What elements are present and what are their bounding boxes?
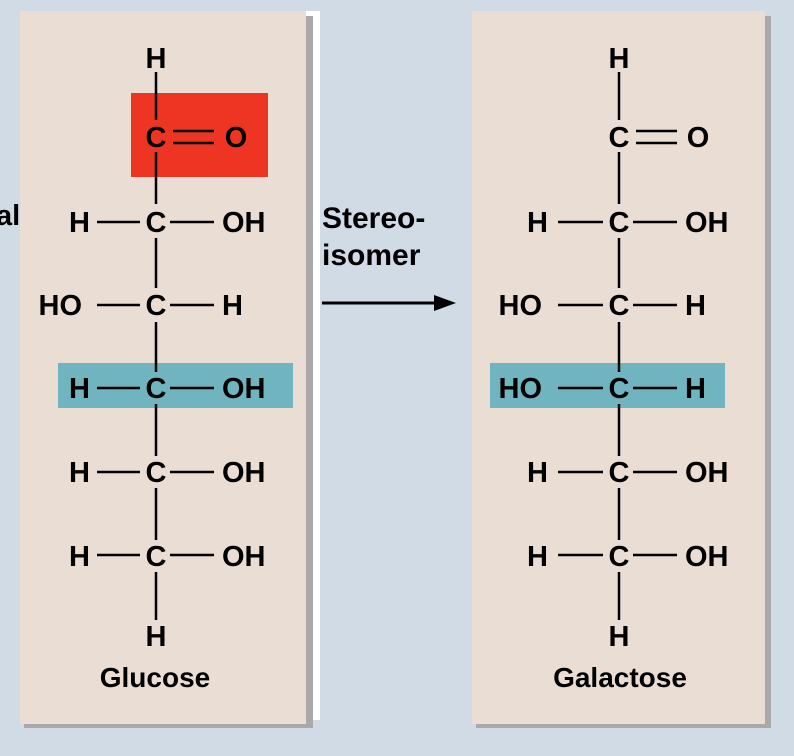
glucose-caption: Glucose [99,662,211,693]
glucose-c3-left: HO [39,290,83,322]
stereocenter-highlight [490,363,725,408]
galactose-c6-left: H [527,541,548,573]
galactose-c5-right: OH [685,457,729,489]
glucose-c2-left: H [69,207,90,239]
glucose-c4-left: H [69,373,90,405]
galactose-c3-left: HO [499,290,543,322]
glucose-c3-right: H [222,290,243,322]
galactose-c4-right: H [685,373,706,405]
glucose-c1: C [146,122,167,154]
stereoisomer-label: Stereo- isomer [322,200,462,274]
galactose-c3: C [609,290,630,322]
glucose-c4-right: OH [222,373,266,405]
glucose-c5-right: OH [222,457,266,489]
galactose-c3-right: H [685,290,706,322]
glucose-c6: C [146,541,167,573]
galactose-c2-right: OH [685,207,729,239]
glucose-c2: C [146,207,167,239]
glucose-o1: O [225,122,248,154]
glucose-c4: C [146,373,167,405]
galactose-c4: C [609,373,630,405]
galactose-c6-right: OH [685,541,729,573]
galactose-c4-left: HO [499,373,543,405]
glucose-bottom-h: H [146,621,167,653]
galactose-top-h: H [609,43,630,75]
galactose-c2: C [609,207,630,239]
stereocenter-highlight [58,363,293,408]
galactose-bottom-h: H [609,621,630,653]
galactose-o1: O [687,122,710,154]
glucose-c2-right: OH [222,207,266,239]
stereoisomer-label-line1: Stereo- [322,202,426,235]
galactose-c5: C [609,457,630,489]
glucose-c5: C [146,457,167,489]
galactose-c2-left: H [527,207,548,239]
glucose-c5-left: H [69,457,90,489]
galactose-caption: Galactose [553,662,687,693]
galactose-c1: C [609,122,630,154]
stereoisomer-label-line2: isomer [322,239,421,272]
galactose-c5-left: H [527,457,548,489]
glucose-top-h: H [146,43,167,75]
glucose-c6-right: OH [222,541,266,573]
cut-off-label: al [0,200,21,232]
glucose-c3: C [146,290,167,322]
galactose-c6: C [609,541,630,573]
glucose-c6-left: H [69,541,90,573]
carbonyl-highlight [131,93,268,177]
